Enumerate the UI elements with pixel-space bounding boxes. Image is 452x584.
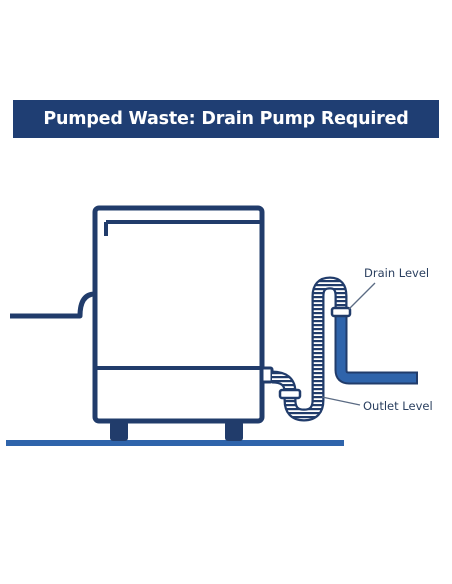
drain-level-callout-line bbox=[348, 282, 376, 310]
drain-level-label: Drain Level bbox=[364, 266, 429, 280]
drain-pipe-fill bbox=[336, 314, 416, 383]
clamp-drain bbox=[330, 306, 352, 318]
drain-pipe bbox=[334, 314, 418, 385]
hose-clamps bbox=[278, 306, 352, 400]
clamp-outlet bbox=[278, 388, 302, 400]
machine-feet bbox=[110, 421, 243, 441]
outlet-level-callout-line bbox=[321, 396, 361, 406]
outlet-fitting bbox=[260, 366, 274, 384]
machine-foot-left bbox=[110, 421, 128, 441]
inlet-table bbox=[10, 291, 96, 319]
machine-foot-right bbox=[225, 421, 243, 441]
page-title: Pumped Waste: Drain Pump Required bbox=[43, 109, 409, 129]
machine-body bbox=[92, 205, 265, 424]
outlet-level-label: Outlet Level bbox=[363, 399, 433, 413]
dishwasher-machine-icon bbox=[10, 205, 274, 424]
floor-line bbox=[6, 440, 344, 446]
title-banner: Pumped Waste: Drain Pump Required bbox=[13, 100, 439, 138]
